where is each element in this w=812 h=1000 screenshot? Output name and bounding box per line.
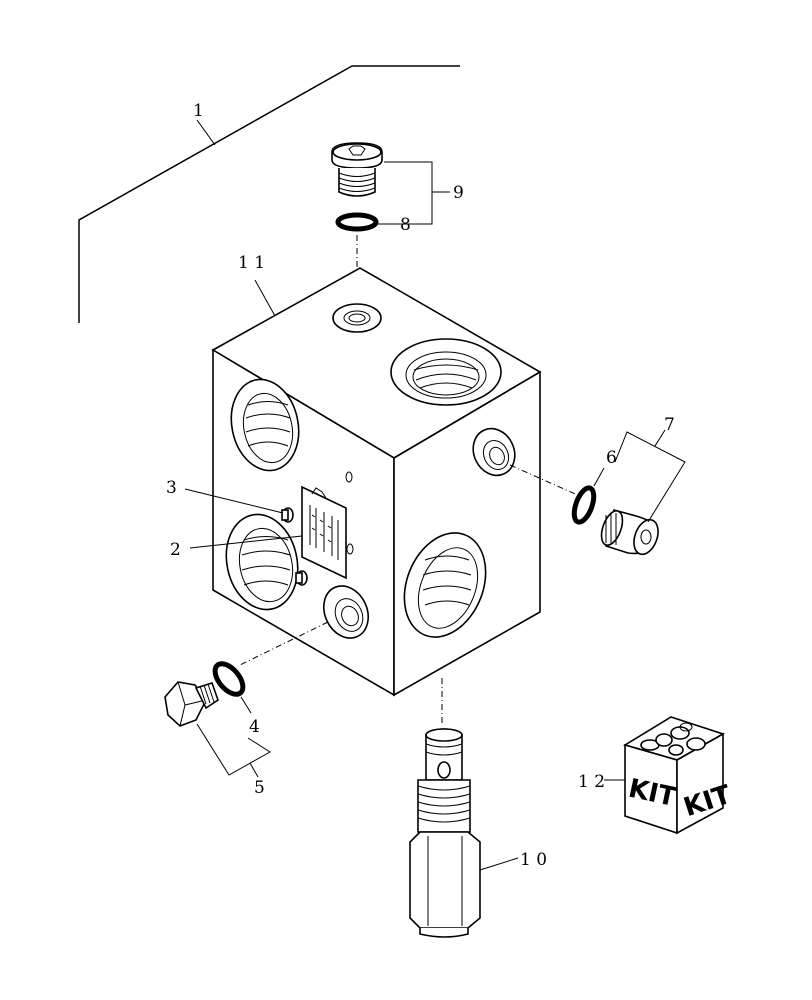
kit-box-part <box>623 716 725 835</box>
name-plate-part <box>301 485 347 580</box>
hex-plug-part <box>164 681 219 727</box>
callout-8: 8 <box>400 215 411 235</box>
callout-7: 7 <box>664 415 675 435</box>
callout-11: 1 1 <box>238 253 265 273</box>
callout-9: 9 <box>453 183 464 203</box>
callout-1: 1 <box>193 101 204 121</box>
callout-10: 1 0 <box>520 850 547 870</box>
kit-contents <box>640 722 706 756</box>
callout-2: 2 <box>170 540 181 560</box>
callout-5: 5 <box>254 778 265 798</box>
top-o-ring-part <box>335 212 379 232</box>
top-plug-part <box>331 142 383 197</box>
callout-6: 6 <box>606 448 617 468</box>
cartridge-valve-part <box>409 728 481 938</box>
callout-bracket-5 <box>196 723 271 778</box>
callout-bracket-9 <box>378 161 450 225</box>
callout-3: 3 <box>166 478 177 498</box>
assembly-bracket <box>78 65 460 323</box>
side-o-ring-part <box>571 485 597 525</box>
rivet-part <box>281 507 308 586</box>
callout-bracket-7 <box>614 429 686 523</box>
lower-o-ring-part <box>212 661 246 697</box>
side-plug-part <box>600 509 659 556</box>
callout-4: 4 <box>249 717 260 737</box>
callout-12: 1 2 <box>578 772 605 792</box>
valve-block-body <box>211 267 542 697</box>
